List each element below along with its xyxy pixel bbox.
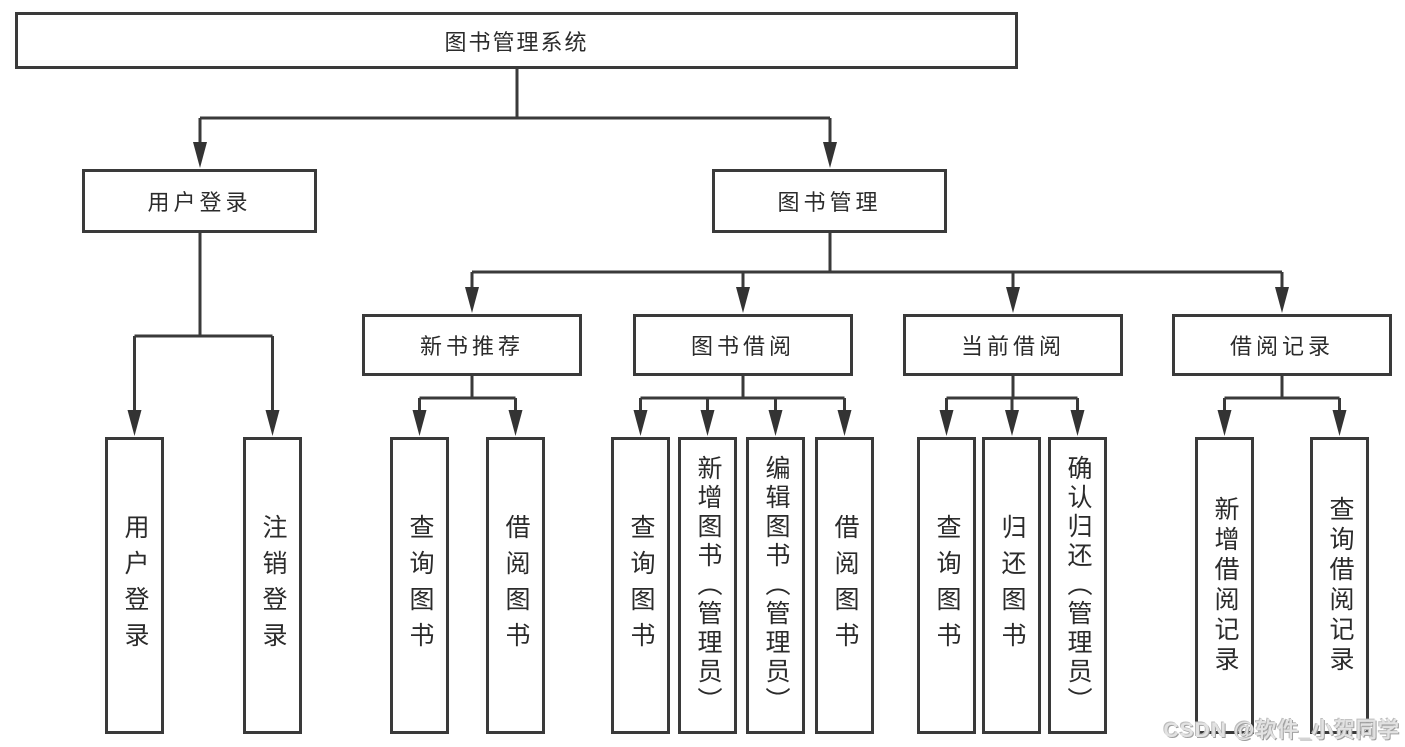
leaf-bb-add-book: 新增图书（管理员） (678, 437, 737, 734)
leaf-bb-edit-book-label: 编辑图书（管理员） (762, 455, 790, 716)
node-book-management-label: 图书管理 (777, 190, 882, 215)
node-borrow-records: 借阅记录 (1172, 314, 1392, 376)
arrow-icon (1005, 410, 1019, 436)
leaf-user-login: 用户登录 (105, 437, 164, 734)
node-new-book-recommend-label: 新书推荐 (419, 334, 524, 359)
arrow-icon (939, 410, 954, 436)
leaf-rec-query-book-label: 查询图书 (406, 513, 434, 658)
leaf-bb-borrow-book-label: 借阅图书 (831, 513, 859, 658)
arrow-icon (768, 410, 783, 436)
leaf-cb-confirm-return: 确认归还（管理员） (1048, 437, 1107, 734)
arrow-icon (265, 410, 280, 436)
node-current-borrow-label: 当前借阅 (960, 334, 1065, 359)
connector-bookborrow-to-leaves (639, 376, 846, 413)
node-borrow-records-label: 借阅记录 (1229, 334, 1334, 359)
leaf-cb-confirm-return-label: 确认归还（管理员） (1064, 455, 1092, 716)
arrow-icon (412, 410, 427, 436)
arrow-icon (700, 410, 715, 436)
arrow-icon (127, 410, 142, 436)
arrow-icon (1006, 287, 1020, 313)
leaf-user-login-label: 用户登录 (121, 513, 149, 658)
connector-currentborrow-to-leaves (945, 376, 1079, 413)
node-root-label: 图书管理系统 (444, 29, 589, 55)
leaf-bb-edit-book: 编辑图书（管理员） (746, 437, 805, 734)
leaf-cb-return-book: 归还图书 (982, 437, 1041, 734)
arrow-icon (633, 410, 648, 436)
arrow-icon (736, 287, 750, 313)
node-user-login-label: 用户登录 (147, 190, 252, 215)
connector-borrowrecords-to-leaves (1223, 376, 1341, 413)
leaf-br-add-record: 新增借阅记录 (1195, 437, 1254, 734)
node-book-management: 图书管理 (712, 169, 947, 233)
arrow-icon (508, 410, 523, 436)
connector-userlogin-to-leaves (133, 233, 274, 413)
node-root: 图书管理系统 (15, 12, 1018, 69)
arrow-icon (1217, 410, 1232, 436)
node-book-borrow: 图书借阅 (633, 314, 853, 376)
node-book-borrow-label: 图书借阅 (690, 334, 795, 359)
node-new-book-recommend: 新书推荐 (362, 314, 582, 376)
arrow-icon (1332, 410, 1347, 436)
arrow-icon (823, 142, 837, 168)
leaf-cb-return-book-label: 归还图书 (998, 513, 1026, 658)
arrow-icon (837, 410, 852, 436)
leaf-cb-query-book-label: 查询图书 (933, 513, 961, 658)
csdn-watermark: CSDN @软件_小贺同学 (1163, 719, 1400, 742)
connector-bookmgmt-to-level3 (470, 233, 1284, 290)
leaf-rec-borrow-book-label: 借阅图书 (502, 513, 530, 658)
leaf-br-query-record: 查询借阅记录 (1310, 437, 1369, 734)
leaf-rec-borrow-book: 借阅图书 (486, 437, 545, 734)
arrow-icon (1070, 410, 1085, 436)
leaf-bb-query-book-label: 查询图书 (627, 513, 655, 658)
arrow-icon (193, 142, 207, 168)
leaf-bb-add-book-label: 新增图书（管理员） (694, 455, 722, 716)
leaf-br-add-record-label: 新增借阅记录 (1211, 495, 1239, 676)
leaf-logout: 注销登录 (243, 437, 302, 734)
connector-newbookrec-to-leaves (418, 376, 517, 413)
arrow-icon (1275, 287, 1289, 313)
leaf-rec-query-book: 查询图书 (390, 437, 449, 734)
connector-root-to-level2 (198, 69, 832, 145)
node-current-borrow: 当前借阅 (903, 314, 1123, 376)
arrow-icon (465, 287, 479, 313)
leaf-bb-query-book: 查询图书 (611, 437, 670, 734)
leaf-br-query-record-label: 查询借阅记录 (1326, 495, 1354, 676)
leaf-cb-query-book: 查询图书 (917, 437, 976, 734)
leaf-logout-label: 注销登录 (259, 513, 287, 658)
node-user-login: 用户登录 (82, 169, 317, 233)
leaf-bb-borrow-book: 借阅图书 (815, 437, 874, 734)
